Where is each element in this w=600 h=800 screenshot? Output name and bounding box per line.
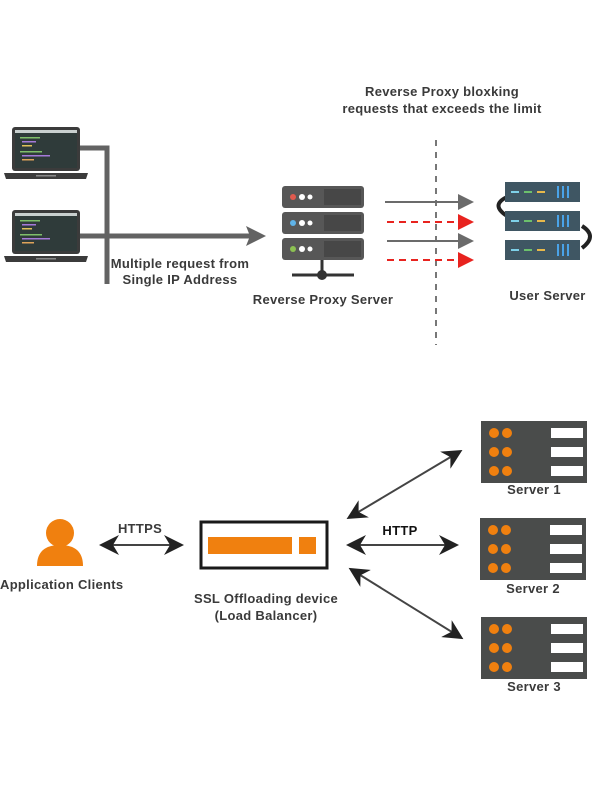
clients-label-line1: Multiple request from bbox=[110, 256, 250, 271]
server-2-label: Server 2 bbox=[506, 581, 560, 596]
application-clients-label: Application Clients bbox=[0, 577, 124, 592]
http-arrow-server-3 bbox=[348, 567, 464, 640]
server-2-icon bbox=[480, 518, 586, 580]
https-label: HTTPS bbox=[117, 521, 163, 536]
blocking-label: Reverse Proxy bloxking requests that exc… bbox=[342, 83, 542, 117]
load-balancer-label-line1: SSL Offloading device bbox=[193, 591, 339, 606]
http-label: HTTP bbox=[382, 523, 418, 538]
blocking-label-line2: requests that exceeds the limit bbox=[342, 101, 542, 116]
client-connection-lines bbox=[80, 145, 266, 284]
request-arrows bbox=[385, 194, 474, 268]
http-arrow-server-1 bbox=[346, 449, 463, 520]
load-balancer-icon bbox=[199, 520, 329, 570]
user-icon bbox=[37, 519, 83, 566]
server-3-label: Server 3 bbox=[507, 679, 561, 694]
reverse-proxy-server-icon bbox=[282, 186, 364, 280]
proxy-server-label: Reverse Proxy Server bbox=[252, 292, 394, 307]
client-laptop-2 bbox=[4, 210, 88, 262]
clients-label: Multiple request from Single IP Address bbox=[110, 256, 250, 288]
clients-label-line2: Single IP Address bbox=[122, 272, 238, 287]
arrow-head-icon bbox=[246, 226, 266, 246]
client-laptop-1 bbox=[4, 127, 88, 179]
server-1-icon bbox=[481, 421, 587, 483]
server-3-icon bbox=[481, 617, 587, 679]
server-1-label: Server 1 bbox=[507, 482, 561, 497]
user-server-label: User Server bbox=[509, 288, 586, 303]
blocking-label-line1: Reverse Proxy bloxking bbox=[365, 84, 519, 99]
laptop-icon bbox=[4, 210, 88, 262]
user-server-icon bbox=[496, 182, 592, 260]
load-balancer-label-line2: (Load Balancer) bbox=[214, 608, 318, 623]
load-balancer-label: SSL Offloading device (Load Balancer) bbox=[192, 590, 340, 624]
laptop-icon bbox=[4, 127, 88, 179]
